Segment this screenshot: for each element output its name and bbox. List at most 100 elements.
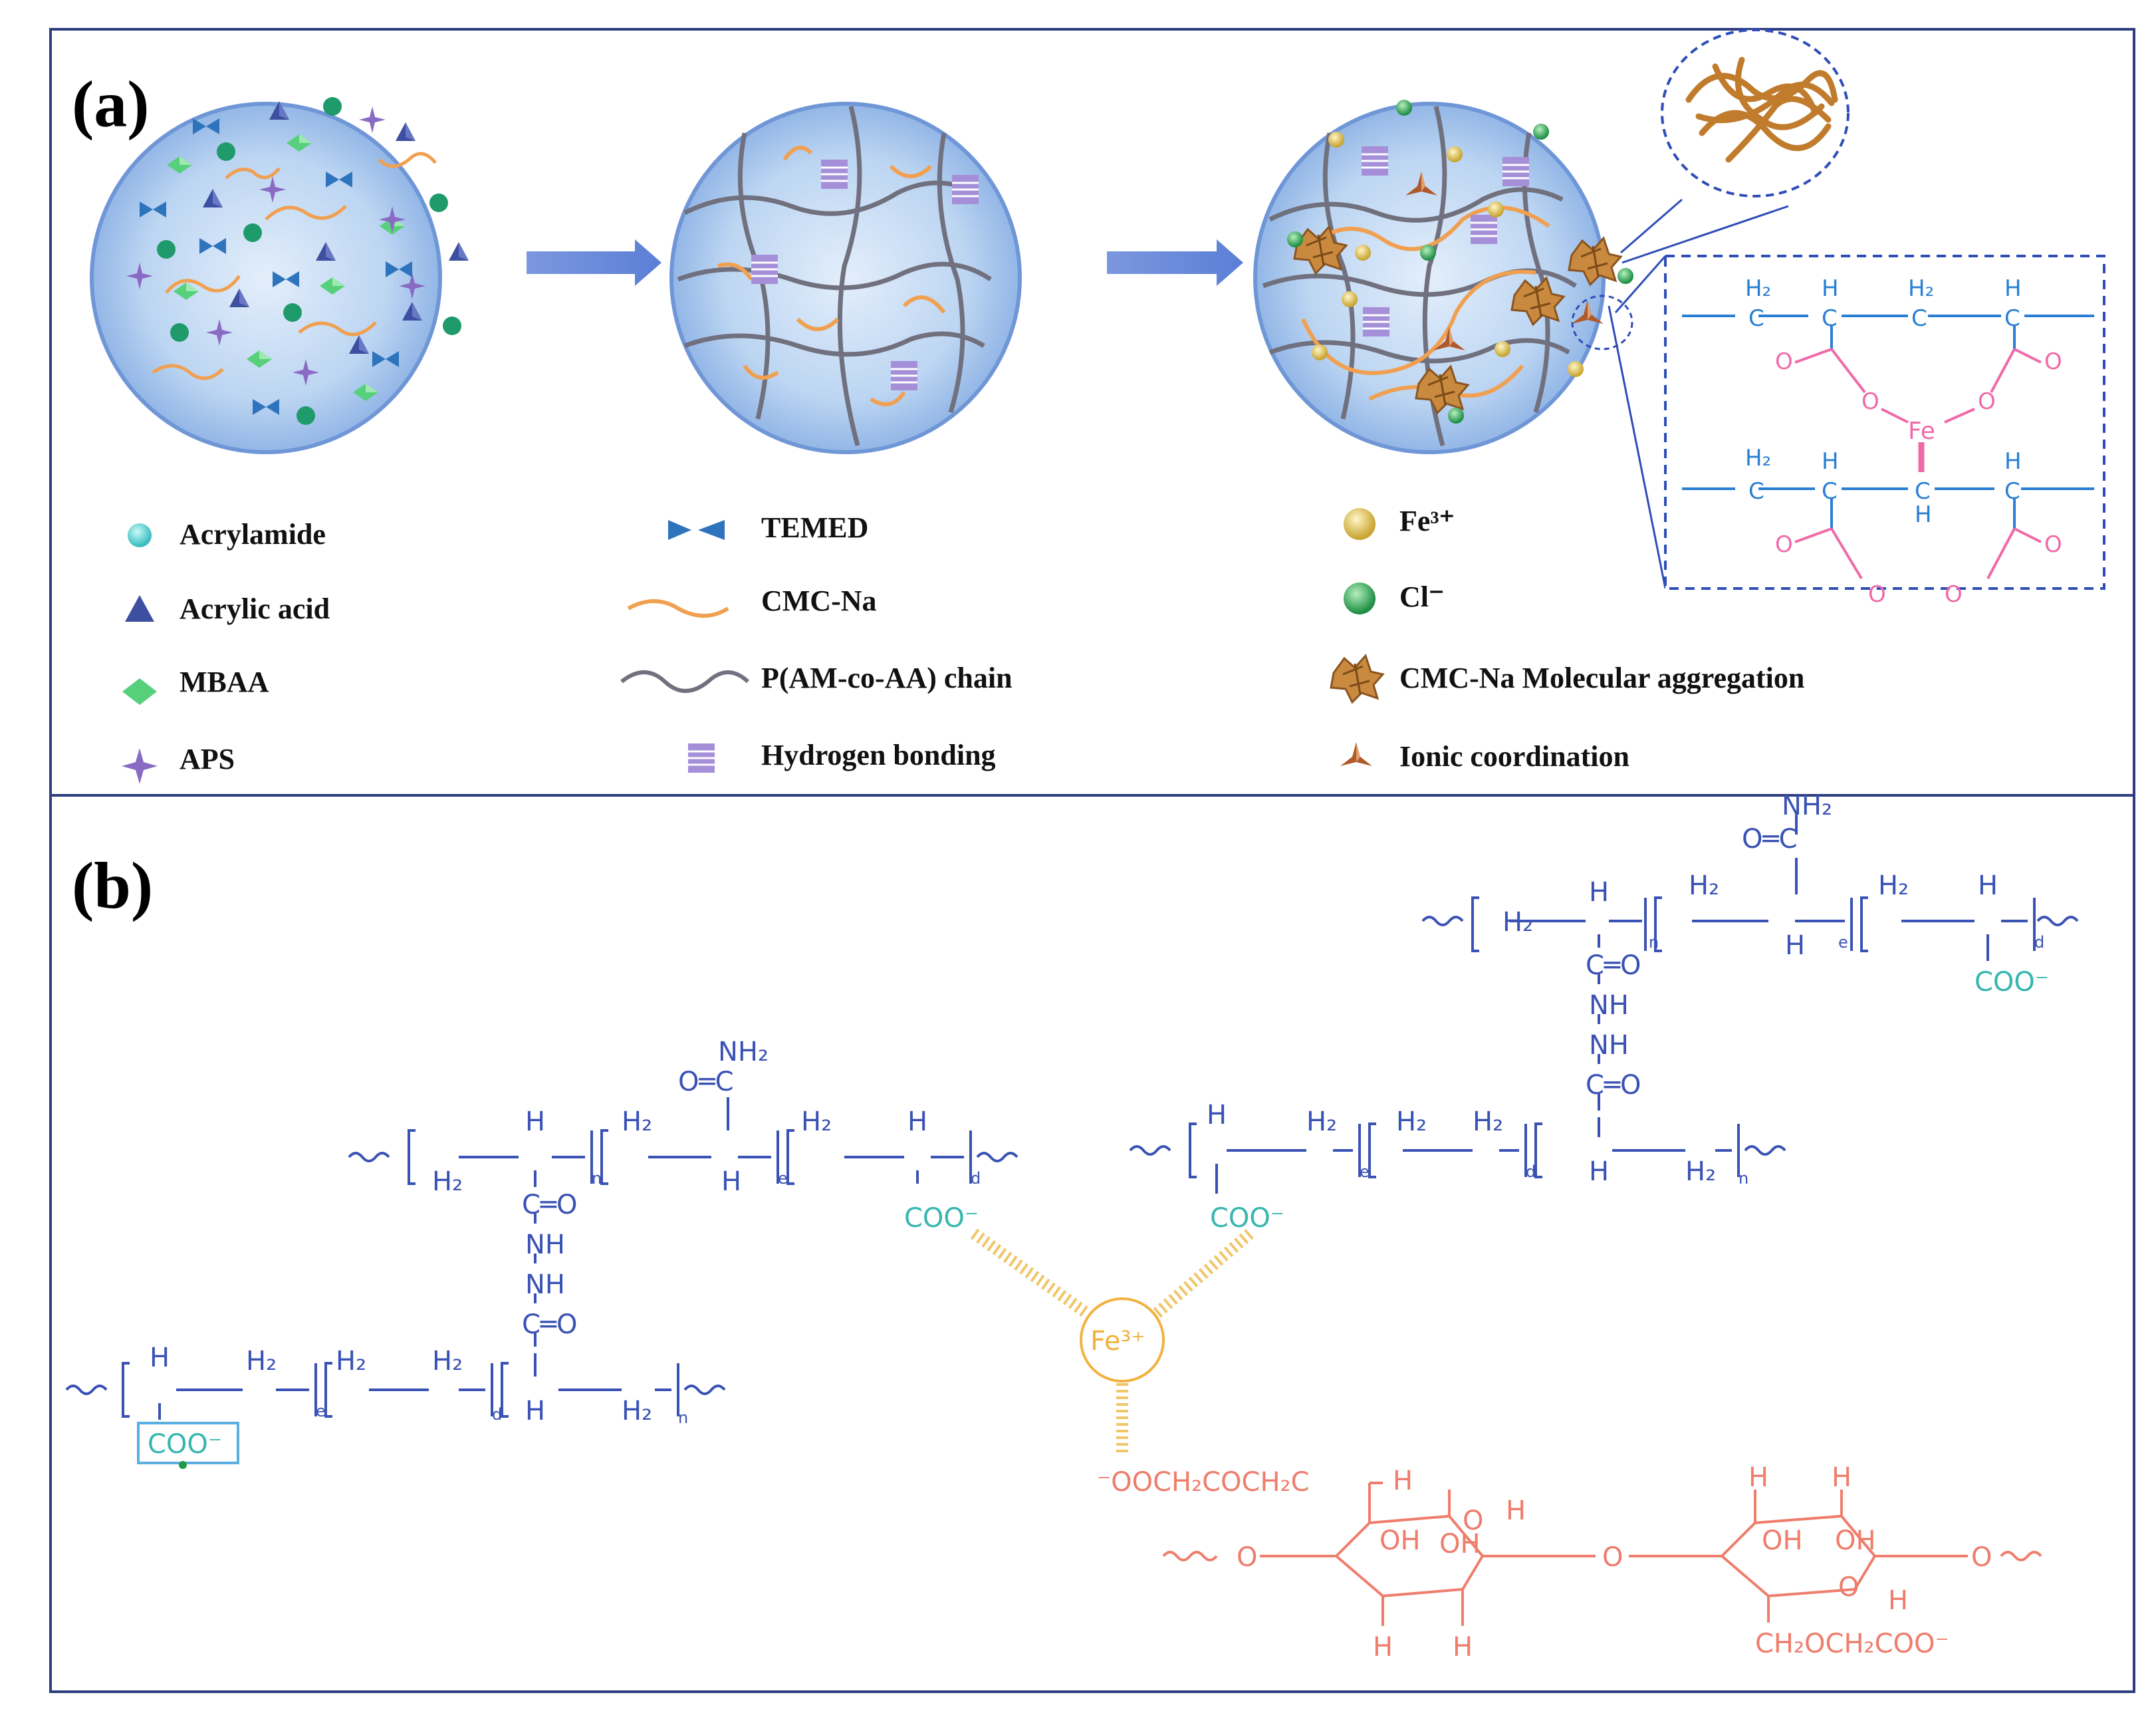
left-nh-1: NH (525, 1230, 565, 1260)
top-sub-n: n (1649, 933, 1659, 952)
panel-b-label: (b) (72, 849, 153, 922)
mid-sub-n: n (1738, 1169, 1748, 1188)
cmc-h-7: H (1888, 1585, 1908, 1616)
left-c-eq-o-2: C═O (522, 1309, 578, 1340)
inset-h-5: H (2004, 448, 2022, 475)
left-sub-d: d (971, 1169, 981, 1188)
cmc-h-3: H (1373, 1632, 1393, 1662)
inset-c-2: C (1822, 305, 1838, 332)
cmc-oh-3: OH (1762, 1525, 1803, 1556)
legend-label: Acrylic acid (180, 593, 330, 625)
cmc-h-1: H (1393, 1466, 1413, 1496)
inset-o-6: O (2044, 531, 2062, 558)
left-nh2: NH₂ (718, 1037, 769, 1067)
chain-top-right: H₂ H n H₂ O═C NH₂ H e H₂ H d COO⁻ C═O NH… (1421, 791, 2079, 1111)
top-c-eq-o-2: C═O (1586, 1070, 1641, 1101)
left-ch2-c: H₂ (801, 1107, 832, 1137)
inset-h2-2: H₂ (1908, 275, 1934, 302)
cmc-h-6: H (1832, 1462, 1852, 1493)
legend-acrylamide: Acrylamide (128, 518, 326, 551)
cmc-structure: COO⁻ ⁻OOCH₂COCH₂C O H (1097, 1462, 2042, 1662)
legend-temed: TEMED (668, 511, 868, 544)
top-ch-b: H (1785, 930, 1805, 961)
inset-h-4: H (1915, 501, 1932, 528)
cmc-oh-4: OH (1835, 1525, 1876, 1556)
fe-coordination-inset: H₂ C H C H₂ C H C O O O O Fe H₂ C H C C … (1664, 255, 2105, 608)
bottom-ch2-d: H₂ (622, 1396, 652, 1426)
legend-cmc-na: CMC-Na (627, 585, 877, 618)
inset-c-3: C (1911, 305, 1927, 332)
inset-o-8: O (1945, 581, 1963, 608)
bottom-ch2-c: H₂ (432, 1346, 463, 1377)
inset-c-6: C (1822, 478, 1838, 505)
cmc-oh-1: OH (1379, 1525, 1421, 1556)
legend-pam-chain: P(AM-co-AA) chain (620, 662, 1013, 694)
inset-h2-3: H₂ (1745, 445, 1771, 471)
process-arrow-1 (527, 239, 661, 286)
legend-hydrogen-bond: Hydrogen bonding (687, 739, 996, 774)
legend-acrylic-acid: Acrylic acid (125, 593, 330, 625)
mid-sub-e: e (1360, 1162, 1370, 1181)
cmc-substituent-right: CH₂OCH₂COO⁻ (1755, 1629, 1949, 1659)
scheme-b: H₂ H n H₂ O═C NH₂ H e H₂ H d COO⁻ C═O NH… (65, 791, 2079, 1662)
top-ch: H (1589, 877, 1609, 908)
legend-label: Fe³⁺ (1399, 505, 1455, 537)
bottom-ch-h: H (525, 1396, 545, 1426)
inset-c-1: C (1748, 305, 1764, 332)
inset-o-3: O (1861, 388, 1879, 415)
left-sub-e: e (778, 1169, 788, 1188)
network-circle (669, 102, 1022, 454)
legend-label: Acrylamide (180, 518, 326, 551)
mid-ch2-b: H₂ (1396, 1107, 1427, 1137)
inset-h-3: H (1822, 448, 1839, 475)
fe3-center: Fe³⁺ (970, 1228, 1254, 1456)
top-ch2: H₂ (1502, 907, 1533, 938)
top-nh-2: NH (1589, 1030, 1629, 1061)
top-ch2-c: H₂ (1878, 870, 1909, 901)
inset-c-7: C (1915, 478, 1931, 505)
inset-c-8: C (2004, 478, 2020, 505)
legend-mbaa: MBAA (122, 666, 269, 705)
cmc-h-5: H (1748, 1462, 1768, 1493)
inset-o-1: O (1775, 348, 1793, 375)
legend-fe3: Fe³⁺ (1344, 505, 1455, 540)
inset-c-5: C (1748, 478, 1764, 505)
cmc-h-2: H (1506, 1496, 1526, 1526)
mid-ch-h: H (1589, 1156, 1609, 1187)
legend: Acrylamide Acrylic acid MBAA APS TEMED C… (122, 505, 1804, 784)
monomer-solution-circle (90, 97, 469, 454)
legend-label: Hydrogen bonding (761, 739, 996, 771)
top-ch-c: H (1978, 870, 1998, 901)
legend-label: APS (180, 743, 235, 775)
inset-h-2: H (2004, 275, 2022, 302)
cmc-o-1: O (1237, 1542, 1257, 1573)
legend-label: CMC-Na Molecular aggregation (1399, 662, 1804, 694)
top-sub-d: d (2034, 933, 2044, 952)
top-c-eq-o: C═O (1586, 950, 1641, 981)
chain-bottom-left: H H₂ e H₂ H₂ d H H₂ n COO⁻ (65, 1343, 726, 1469)
left-ch-c: H (907, 1107, 927, 1137)
cmc-o-3: O (1971, 1542, 1992, 1573)
top-nh2: NH₂ (1782, 791, 1832, 821)
bottom-coo: COO⁻ (148, 1429, 222, 1460)
mid-ch: H (1207, 1100, 1227, 1130)
bottom-sub-e: e (316, 1402, 326, 1420)
bottom-ch2: H₂ (246, 1346, 277, 1377)
bottom-ch2-b: H₂ (336, 1346, 366, 1377)
inset-fe: Fe (1908, 418, 1935, 445)
inset-c-4: C (2004, 305, 2020, 332)
top-nh-1: NH (1589, 990, 1629, 1021)
panel-b-frame (49, 794, 2135, 1693)
inset-h-1: H (1822, 275, 1839, 302)
zoom-line-lower (1608, 305, 1667, 589)
cmc-ring-o-2: O (1838, 1572, 1859, 1603)
cmc-substituent-left: ⁻OOCH₂COCH₂C (1097, 1467, 1310, 1498)
top-sub-e: e (1838, 933, 1848, 952)
legend-ionic: Ionic coordination (1340, 740, 1629, 773)
left-nh-2: NH (525, 1269, 565, 1300)
top-o-eq-c: O═C (1742, 824, 1798, 855)
aggregation-zoom-bubble (1620, 29, 1850, 264)
mid-coo: COO⁻ (1210, 1203, 1284, 1234)
legend-label: Cl⁻ (1399, 581, 1444, 613)
